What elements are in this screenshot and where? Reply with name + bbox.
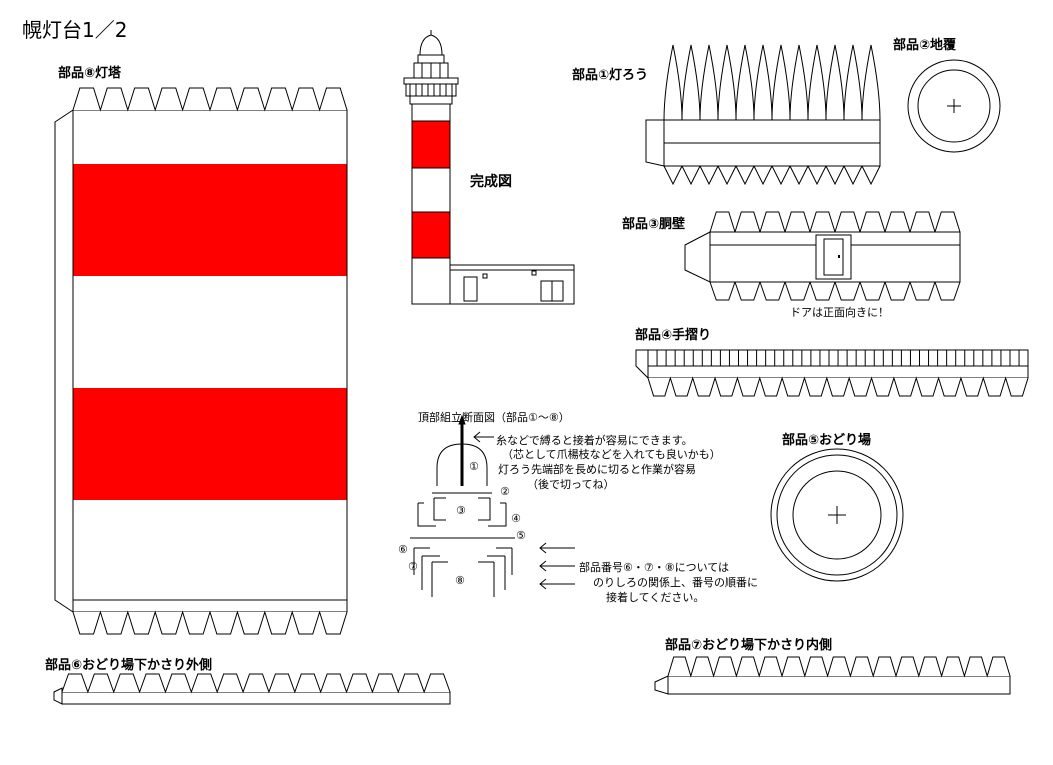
label-completed: 完成図 (470, 174, 512, 190)
part3-door (823, 238, 844, 276)
cross-section-title: 頂部組立断面図（部品①～⑧） (418, 411, 570, 424)
label-part1: 部品①灯ろう (572, 68, 649, 83)
part8-tower (54, 87, 348, 635)
door-note: ドアは正面向きに！ (790, 306, 889, 319)
part8-top-teeth (72, 87, 348, 112)
part7-tooth-row (667, 656, 1011, 678)
part1-bottom-point (735, 165, 755, 186)
part4-glue-tab (635, 349, 649, 380)
part4-balusters (647, 350, 1020, 366)
completed-lighthouse (403, 30, 575, 305)
part6-tooth-row (61, 673, 451, 694)
part4-handrail (635, 349, 1029, 397)
part1-bottom-point (699, 165, 719, 186)
part5-landing (770, 448, 904, 582)
part1-spike (681, 44, 701, 121)
cross-section-note-2: （芯として爪楊枝などを入れても良いかも） (502, 448, 721, 461)
part3-bottom-teeth (709, 280, 961, 301)
part3-top-tooth-row (709, 211, 961, 234)
part6-teeth (61, 673, 451, 694)
cross-section-note-1: 糸などで縛ると接着が容易にできます。 (496, 434, 693, 447)
marker-3: ③ (456, 504, 466, 517)
order-note-2: のりしろの関係上、番号の順番に (593, 576, 758, 589)
marker-1: ① (469, 460, 479, 473)
part1-spike (753, 44, 773, 121)
marker-2: ② (500, 485, 510, 498)
label-part4: 部品④手摺り (635, 328, 712, 343)
part1-bottom-point (771, 165, 791, 186)
part1-spike (663, 44, 683, 121)
label-part5: 部品⑤おどり場 (782, 433, 872, 448)
part1-spikes (663, 44, 881, 186)
part3-glue-tab (684, 231, 711, 283)
part7-teeth (667, 656, 1011, 678)
part1-bottom-point (681, 165, 701, 186)
marker-4: ④ (511, 512, 521, 525)
label-part8: 部品⑧灯塔 (58, 66, 122, 81)
part1-spike (861, 44, 881, 121)
part1-spike (717, 44, 737, 121)
part6-strip (53, 673, 451, 705)
part1-spike (843, 44, 863, 121)
marker-7: ⑦ (408, 560, 418, 573)
marker-5: ⑤ (516, 529, 526, 542)
part1-bottom-point (861, 165, 881, 186)
cross-section-diagram (410, 414, 575, 597)
cross-section-note-3: 灯ろう先端部を長めに切ると作業が容易 (498, 463, 696, 476)
part8-bottom-tooth-row (72, 610, 348, 635)
part7-strip (654, 656, 1011, 695)
label-part2: 部品②地覆 (893, 38, 957, 53)
part8-bottom-teeth (72, 610, 348, 635)
label-part3: 部品③胴壁 (622, 217, 686, 232)
part1-bottom-point (789, 165, 809, 186)
part8-red-band-2 (73, 388, 347, 500)
part4-teeth (647, 376, 1029, 397)
part1-lantern (645, 44, 881, 186)
part3-bottom-tooth-row (709, 280, 961, 301)
part8-glue-tab (54, 109, 74, 613)
part1-spike (825, 44, 845, 121)
part3-top-teeth (709, 211, 961, 234)
order-note-1: 部品番号⑥・⑦・⑧については (579, 561, 730, 574)
label-part7: 部品⑦おどり場下かさり内側 (665, 638, 833, 653)
part1-spike (807, 44, 827, 121)
part4-tooth-row (647, 376, 1029, 397)
label-part6: 部品⑥おどり場下かさり外側 (45, 658, 213, 673)
part1-spike (789, 44, 809, 121)
order-note-3: 接着してください。 (606, 591, 705, 604)
part1-spike (771, 44, 791, 121)
part1-bottom-point (807, 165, 827, 186)
part8-red-band-1 (73, 164, 347, 276)
marker-8: ⑧ (455, 574, 465, 587)
part1-bottom-point (753, 165, 773, 186)
part8-top-tooth-row (72, 87, 348, 112)
page-title: 幌灯台1／2 (22, 18, 128, 42)
marker-6: ⑥ (398, 543, 408, 556)
part1-glue-tab (645, 119, 665, 167)
part1-bottom-point (843, 165, 863, 186)
part1-spike (699, 44, 719, 121)
part1-bottom-point (663, 165, 683, 186)
cross-section-note-4: （後で切ってね） (527, 478, 615, 491)
part3-body-wall (684, 211, 961, 301)
part2-base-ring (907, 59, 1001, 153)
part1-bottom-point (717, 165, 737, 186)
part1-bottom-point (825, 165, 845, 186)
part1-spike (735, 44, 755, 121)
